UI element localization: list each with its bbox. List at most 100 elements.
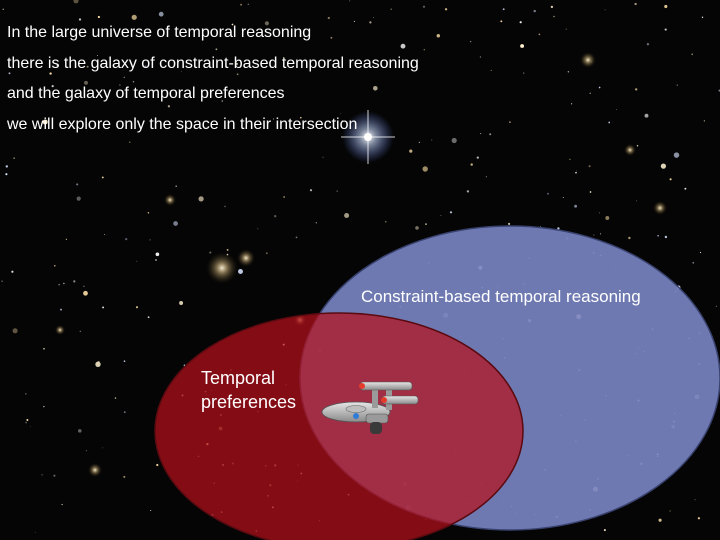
star-dot	[78, 18, 82, 21]
galaxy-blob	[206, 252, 238, 284]
star-dot	[315, 222, 317, 224]
galaxy-blob	[164, 194, 176, 206]
star-dot	[431, 139, 433, 141]
star-dot	[25, 421, 27, 424]
star-dot	[97, 54, 98, 56]
star-dot	[349, 0, 351, 2]
star-dot	[608, 121, 611, 124]
star-dot	[476, 156, 479, 159]
star-dot	[1, 280, 3, 282]
galaxy-blob	[237, 249, 255, 267]
star-dot	[588, 165, 591, 168]
star-dot	[12, 328, 18, 334]
star-dot	[489, 133, 492, 136]
star-dot	[519, 21, 522, 24]
star-dot	[658, 518, 662, 522]
star-dot	[466, 190, 470, 193]
star-dot	[231, 23, 234, 26]
star-dot	[135, 306, 139, 309]
star-dot	[226, 248, 229, 251]
star-dot	[76, 183, 79, 186]
star-dot	[646, 43, 650, 46]
star-dot	[273, 118, 274, 120]
star-dot	[699, 251, 702, 254]
star-dot	[167, 105, 171, 108]
star-dot	[339, 113, 341, 114]
star-dot	[198, 196, 204, 202]
star-dot	[703, 120, 705, 122]
star-dot	[533, 9, 536, 13]
star-dot	[694, 499, 696, 501]
star-dot	[575, 171, 577, 174]
star-dot	[469, 40, 472, 43]
star-dot	[5, 165, 8, 168]
star-dot	[440, 215, 442, 217]
star-dot	[598, 212, 601, 214]
star-dot	[53, 264, 56, 267]
star-dot	[684, 187, 687, 190]
star-dot	[224, 205, 226, 208]
star-dot	[43, 347, 45, 350]
star-dot	[125, 238, 128, 241]
temporal-preferences-set-ellipse	[154, 312, 524, 540]
star-dot	[215, 48, 218, 51]
star-dot	[43, 406, 45, 408]
star-dot	[175, 185, 177, 187]
star-dot	[635, 88, 638, 91]
star-dot	[701, 16, 704, 18]
star-dot	[697, 517, 701, 520]
star-dot	[26, 418, 29, 422]
star-dot	[571, 103, 573, 105]
star-dot	[657, 234, 659, 237]
star-dot	[691, 53, 693, 56]
star-dot	[715, 305, 717, 307]
star-dot	[500, 20, 503, 23]
star-dot	[312, 59, 314, 61]
star-dot	[8, 72, 11, 75]
star-dot	[101, 176, 104, 179]
star-dot	[73, 0, 79, 4]
star-dot	[425, 223, 427, 226]
star-dot	[13, 157, 15, 159]
star-dot	[422, 166, 428, 172]
star-dot	[63, 282, 65, 285]
star-dot	[274, 215, 277, 218]
star-dot	[5, 173, 8, 176]
star-dot	[156, 463, 159, 467]
star-dot	[102, 306, 105, 309]
star-dot	[131, 14, 137, 20]
star-dot	[589, 191, 592, 193]
star-dot	[49, 72, 52, 75]
star-dot	[123, 411, 126, 413]
star-dot	[562, 197, 564, 198]
temporal-preferences-label-line-2: preferences	[201, 392, 297, 412]
star-dot	[604, 9, 606, 11]
star-dot	[56, 64, 59, 67]
star-dot	[593, 234, 595, 236]
star-dot	[322, 156, 324, 158]
star-dot	[470, 163, 473, 166]
star-dot	[547, 192, 549, 195]
star-dot	[385, 220, 387, 223]
star-dot	[236, 73, 239, 76]
star-dot	[444, 8, 448, 11]
star-dot	[523, 72, 525, 74]
star-dot	[123, 76, 125, 78]
star-dot	[418, 141, 421, 144]
star-dot	[538, 33, 541, 36]
star-dot	[84, 80, 88, 85]
starship-enterprise-icon	[321, 381, 419, 434]
star-dot	[30, 425, 32, 427]
star-dot	[264, 21, 269, 26]
star-dot	[409, 149, 413, 153]
star-dot	[336, 190, 338, 192]
galaxy-blob	[55, 325, 65, 335]
star-dot	[42, 119, 48, 125]
star-dot	[238, 269, 243, 274]
star-dot	[147, 212, 150, 214]
star-dot	[61, 503, 63, 506]
star-dot	[41, 474, 43, 476]
star-dot	[423, 48, 426, 51]
star-dot	[283, 57, 285, 59]
star-dot	[144, 65, 147, 68]
